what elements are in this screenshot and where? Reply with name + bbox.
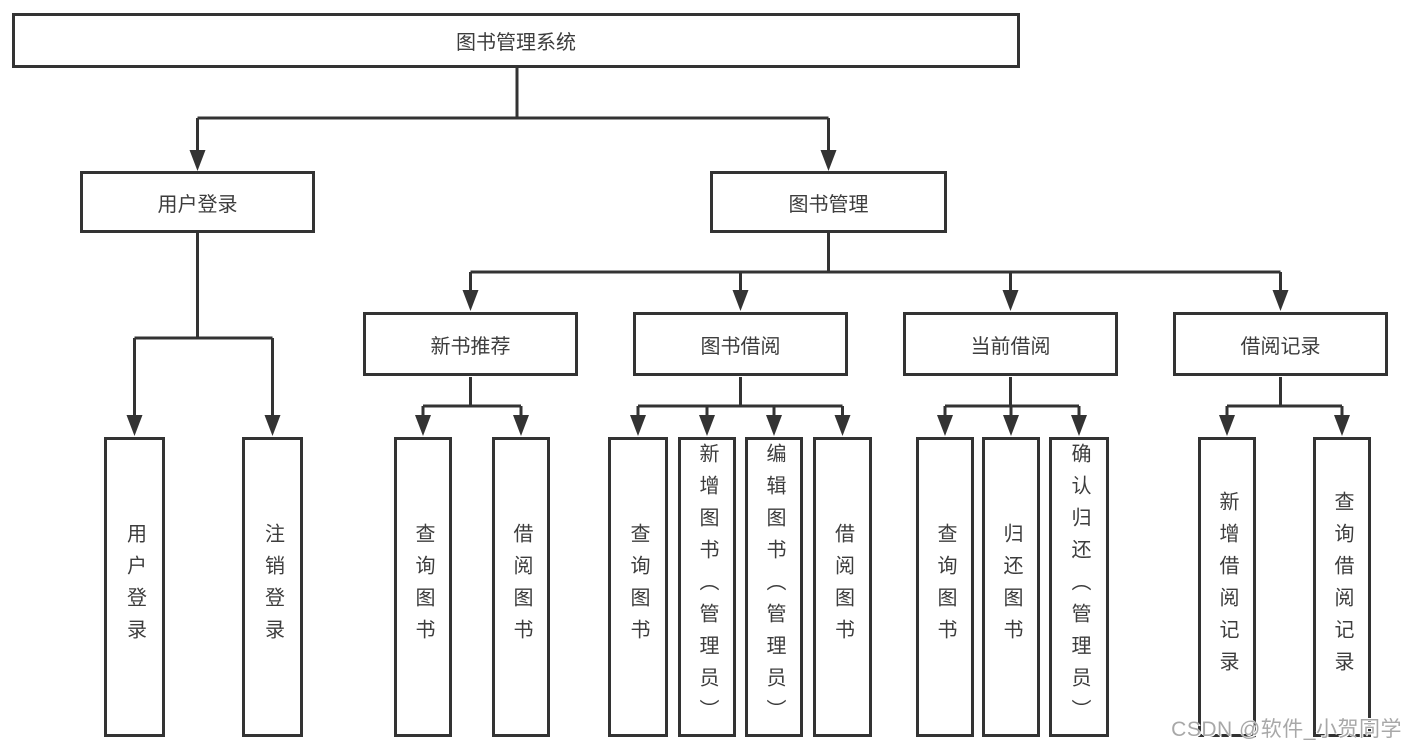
leaf-query-borrow-record: 查询借阅记录 bbox=[1313, 437, 1371, 737]
node-label: 图书管理 bbox=[788, 193, 869, 216]
node-label: 用户登录 bbox=[123, 523, 146, 651]
node-label: 新增借阅记录 bbox=[1216, 491, 1238, 683]
node-label: 图书管理系统 bbox=[456, 32, 576, 54]
node-label: 确认归还（管理员） bbox=[1068, 443, 1090, 731]
leaf-user-login: 用户登录 bbox=[104, 437, 165, 737]
arrowheads bbox=[126, 150, 1350, 436]
leaf-return-book: 归还图书 bbox=[982, 437, 1040, 737]
node-label: 用户登录 bbox=[157, 193, 238, 216]
node-label: 新增图书（管理员） bbox=[696, 443, 718, 731]
watermark: CSDN @软件_小贺同学 bbox=[1171, 718, 1402, 741]
leaf-query-books-current: 查询图书 bbox=[916, 437, 974, 737]
leaf-add-book-admin: 新增图书（管理员） bbox=[678, 437, 736, 737]
node-label: 借阅图书 bbox=[831, 523, 854, 651]
node-label: 查询图书 bbox=[412, 523, 434, 651]
node-label: 图书借阅 bbox=[700, 335, 781, 358]
node-label: 查询图书 bbox=[627, 523, 649, 651]
node-book-borrow: 图书借阅 bbox=[633, 312, 848, 376]
node-label: 新书推荐 bbox=[430, 335, 511, 358]
connector-path bbox=[133, 68, 1344, 417]
node-label: 编辑图书（管理员） bbox=[763, 443, 785, 731]
node-user-login: 用户登录 bbox=[80, 171, 315, 233]
node-label: 当前借阅 bbox=[970, 335, 1051, 358]
leaf-edit-book-admin: 编辑图书（管理员） bbox=[745, 437, 803, 737]
leaf-logout: 注销登录 bbox=[242, 437, 303, 737]
node-new-book-recommend: 新书推荐 bbox=[363, 312, 578, 376]
node-label: 查询图书 bbox=[934, 523, 956, 651]
leaf-borrow-books-borrow: 借阅图书 bbox=[813, 437, 872, 737]
leaf-borrow-books-recommend: 借阅图书 bbox=[492, 437, 550, 737]
node-label: 借阅图书 bbox=[510, 523, 532, 651]
node-label: 归还图书 bbox=[1000, 523, 1022, 651]
node-current-borrow: 当前借阅 bbox=[903, 312, 1118, 376]
node-borrow-records: 借阅记录 bbox=[1173, 312, 1388, 376]
node-label: 注销登录 bbox=[261, 523, 284, 651]
leaf-add-borrow-record: 新增借阅记录 bbox=[1198, 437, 1256, 737]
node-book-management: 图书管理 bbox=[710, 171, 947, 233]
leaf-query-books-borrow: 查询图书 bbox=[608, 437, 668, 737]
node-label: 查询借阅记录 bbox=[1331, 491, 1353, 683]
node-library-system: 图书管理系统 bbox=[12, 13, 1020, 68]
leaf-query-books-recommend: 查询图书 bbox=[394, 437, 452, 737]
leaf-confirm-return-admin: 确认归还（管理员） bbox=[1049, 437, 1109, 737]
node-label: 借阅记录 bbox=[1240, 335, 1321, 358]
